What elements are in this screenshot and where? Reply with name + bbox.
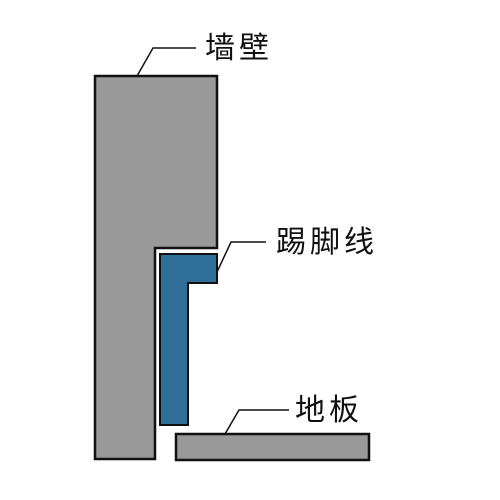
skirting-leader-line xyxy=(216,241,266,273)
wall-shape xyxy=(93,74,219,461)
floor-label: 地板 xyxy=(295,393,363,428)
wall-leader-line xyxy=(136,47,196,77)
skirting-board-shape xyxy=(159,253,218,426)
floor-leader-line xyxy=(224,409,289,435)
skirting-board-label: 踢脚线 xyxy=(276,225,378,260)
wall-label: 墙壁 xyxy=(205,31,273,66)
floor-shape xyxy=(174,432,371,462)
